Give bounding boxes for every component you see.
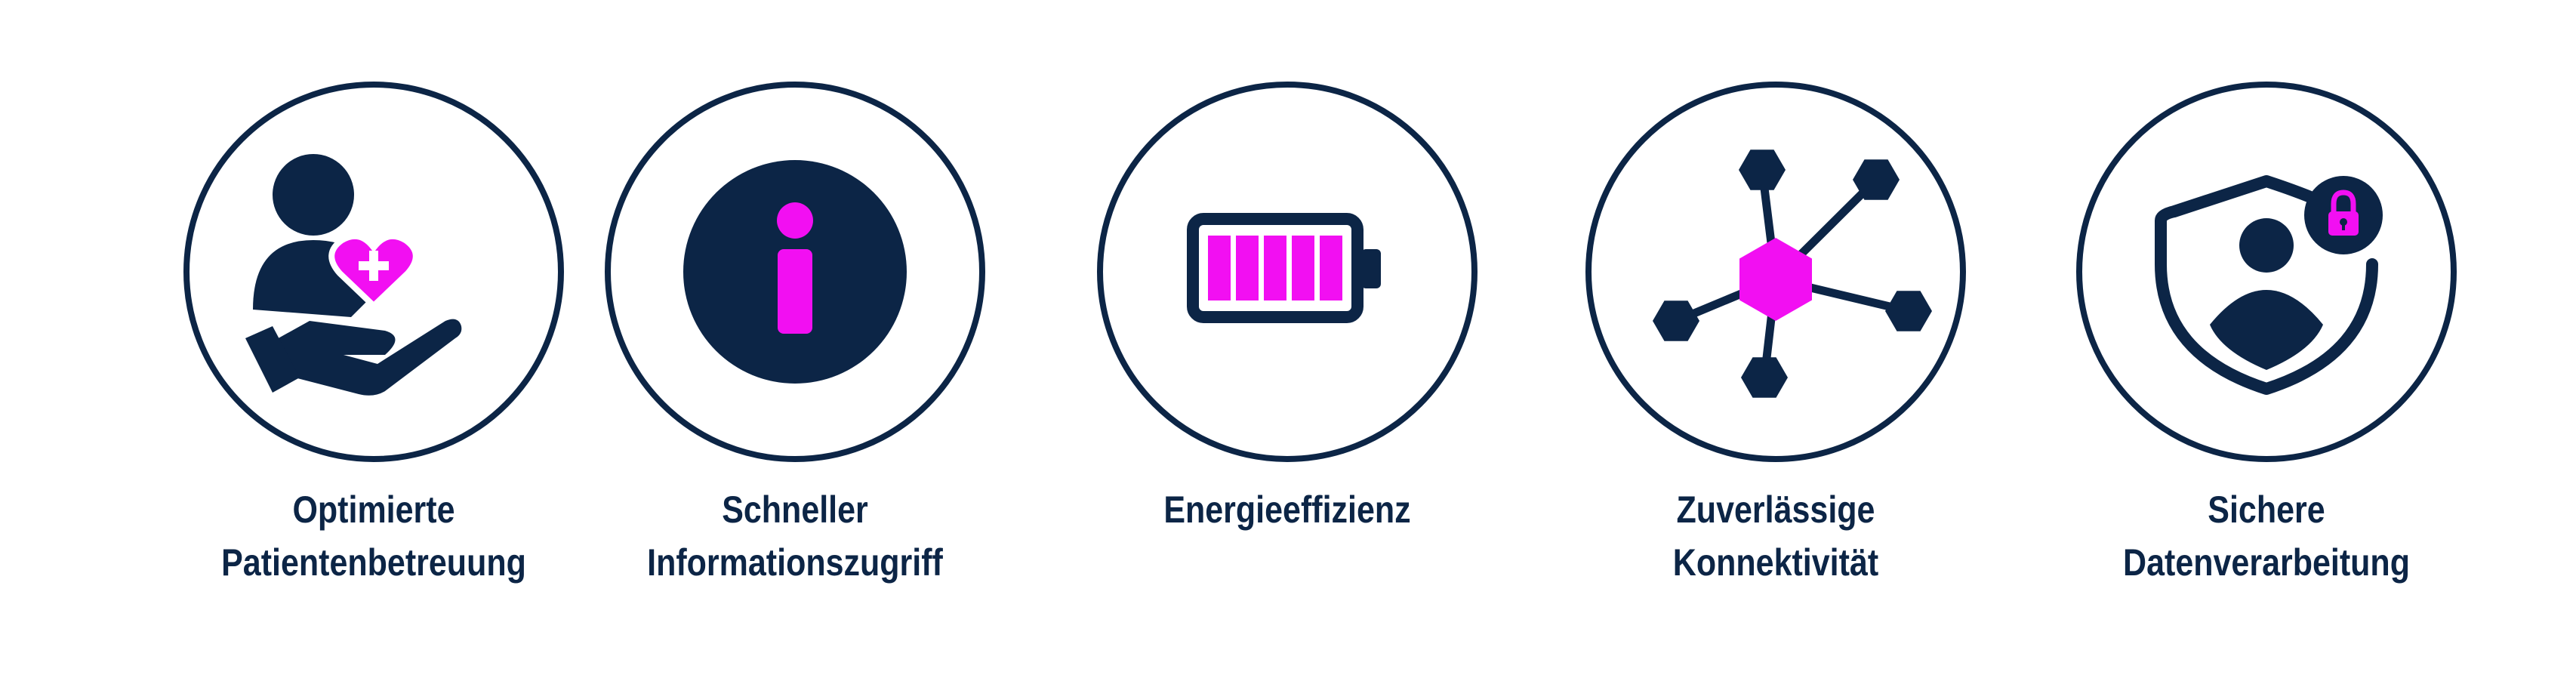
feature-label: Schneller Informationszugriff bbox=[581, 483, 1009, 589]
feature-information-access: Schneller Informationszugriff bbox=[546, 0, 1044, 678]
label-line: Sichere bbox=[2208, 488, 2325, 531]
feature-connectivity: Zuverlässige Konnektivität bbox=[1527, 0, 2025, 678]
label-line: Optimierte bbox=[292, 488, 455, 531]
patient-care-icon bbox=[183, 82, 564, 462]
feature-label: Zuverlässige Konnektivität bbox=[1561, 483, 1990, 589]
label-line: Schneller bbox=[722, 488, 868, 531]
info-icon bbox=[605, 82, 985, 462]
secure-data-icon bbox=[2076, 82, 2457, 462]
label-line: Datenverarbeitung bbox=[2123, 541, 2410, 584]
battery-icon bbox=[1097, 82, 1478, 462]
feature-label: Energieeffizienz bbox=[1073, 483, 1502, 536]
feature-secure-data: Sichere Datenverarbeitung bbox=[2017, 0, 2516, 678]
label-line: Patientenbetreuung bbox=[221, 541, 526, 584]
label-line: Zuverlässige bbox=[1676, 488, 1875, 531]
network-icon bbox=[1585, 82, 1966, 462]
label-line: Informationszugriff bbox=[647, 541, 943, 584]
feature-energy-efficiency: Energieeffizienz bbox=[1038, 0, 1536, 678]
feature-label: Sichere Datenverarbeitung bbox=[2052, 483, 2481, 589]
feature-patient-care: Optimierte Patientenbetreuung bbox=[125, 0, 623, 678]
label-line: Konnektivität bbox=[1672, 541, 1879, 584]
feature-label: Optimierte Patientenbetreuung bbox=[159, 483, 588, 589]
label-line: Energieeffizienz bbox=[1163, 488, 1411, 531]
